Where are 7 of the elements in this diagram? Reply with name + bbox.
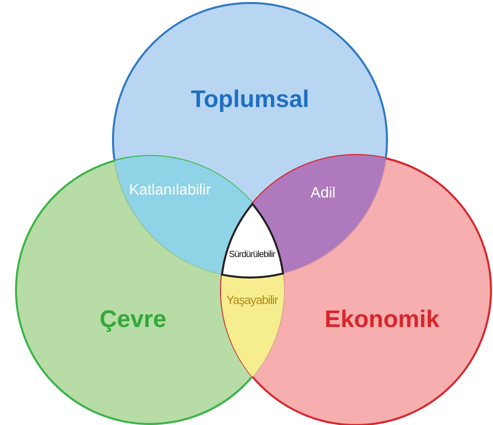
region-label: Adil <box>310 184 336 202</box>
region-label: Yaşayabilir <box>226 292 278 307</box>
region-label: Toplumsal <box>190 86 310 114</box>
region-label: Katlanılabilir <box>129 181 211 198</box>
region-label: Çevre <box>100 306 166 334</box>
region-label: Sürdürülebilir <box>228 248 275 259</box>
region-label: Ekonomik <box>324 306 440 334</box>
